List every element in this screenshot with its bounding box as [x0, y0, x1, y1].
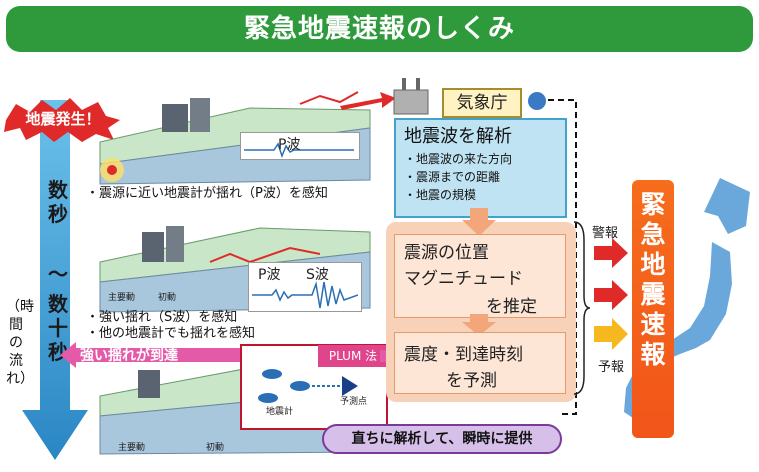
panel1-wave-label: P波	[278, 137, 301, 153]
footer-banner: 直ちに解析して、瞬時に提供	[322, 424, 562, 454]
title-bar	[6, 6, 753, 52]
panel1-caption: ・震源に近い地震計が揺れ（P波）を感知	[86, 186, 328, 201]
panel2-main-motion: 主要動	[108, 293, 136, 303]
tilde-label: ～	[48, 262, 68, 286]
warning-arrow	[594, 238, 628, 268]
forecast-label: 予報	[598, 360, 625, 375]
plum-label: PLUM 法	[318, 345, 388, 367]
panel2-caption2: ・他の地震計でも揺れを感知	[86, 326, 256, 341]
panel1-wave-trace	[244, 142, 354, 159]
page-title: 緊急地震速報のしくみ	[243, 14, 516, 44]
estimate-box	[394, 234, 566, 318]
panel3-initial-motion: 初動	[206, 443, 225, 453]
seconds-label: 数秒	[48, 178, 68, 226]
strong-shake-label: 強い揺れが到達	[80, 348, 178, 364]
eew-label: 緊急地震速報	[640, 190, 666, 369]
jma-box: 気象庁	[442, 88, 522, 118]
panel2-seismogram	[248, 262, 362, 312]
estimate-line: を推定	[486, 297, 537, 317]
seismometer-label: 地震計	[266, 407, 294, 417]
quake-label: 地震発生！	[25, 110, 101, 128]
warning-label: 警報	[592, 226, 619, 241]
output-brace	[573, 221, 591, 395]
eew-box	[632, 180, 674, 438]
panel1-terrain	[99, 91, 371, 185]
analysis-box	[394, 118, 567, 218]
dashed-bracket	[548, 99, 577, 415]
jma-logo-icon	[526, 90, 548, 112]
forecast-arrow	[594, 318, 628, 350]
warning-arrow-2	[594, 280, 628, 310]
time-flow-label: （時間の流れ）	[6, 299, 34, 387]
panel2-wave-trace	[252, 281, 358, 309]
panel3-main-motion: 主要動	[118, 443, 146, 453]
analysis-item: ・震源までの距離	[404, 170, 501, 184]
jma-building-icon	[393, 78, 429, 115]
panel2-s-label: S波	[306, 267, 329, 283]
prediction-point-label: 予測点	[340, 397, 368, 407]
timeline-arrow	[22, 100, 88, 460]
analysis-item: ・地震の規模	[404, 188, 477, 202]
strong-shake-arrow	[60, 342, 246, 368]
predict-line: を予測	[446, 371, 497, 391]
estimate-line: 震源の位置	[404, 243, 489, 263]
predict-line: 震度・到達時刻	[404, 345, 523, 365]
down-arrow	[462, 314, 496, 336]
panel2-caption1: ・強い揺れ（S波）を感知	[86, 310, 238, 325]
down-arrow	[462, 208, 496, 236]
plum-diagram	[258, 369, 358, 403]
panel2-initial-motion: 初動	[158, 293, 177, 303]
analysis-title: 地震波を解析	[404, 126, 512, 147]
japan-map-icon	[624, 178, 750, 420]
predict-box	[394, 332, 566, 394]
quake-burst-icon	[4, 98, 120, 142]
tens-of-seconds-label: 数十秒	[48, 292, 68, 364]
panel1-seismogram	[240, 132, 360, 160]
estimate-line: マグニチュード	[404, 269, 523, 289]
panel2-p-label: P波	[258, 267, 281, 283]
to-jma-arrow	[340, 92, 396, 110]
analysis-item: ・地震波の来た方向	[404, 152, 513, 166]
